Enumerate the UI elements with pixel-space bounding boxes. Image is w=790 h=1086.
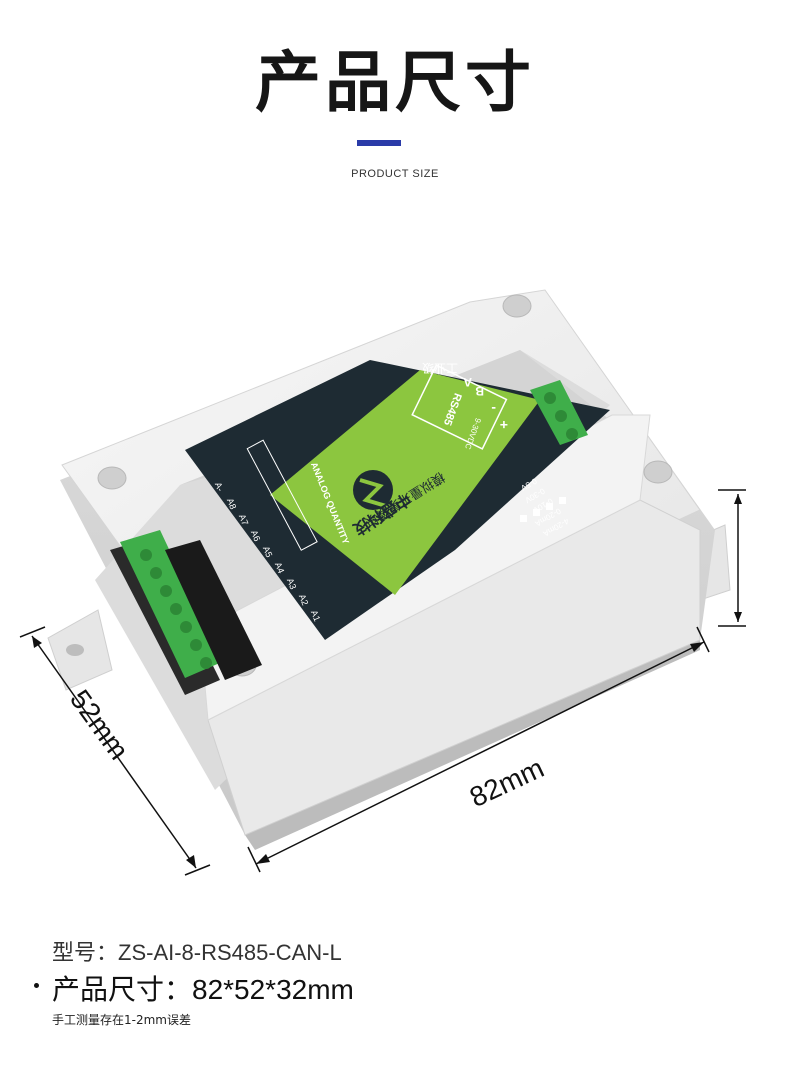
terminal-block-right: [530, 380, 588, 445]
channel-label: A4: [273, 561, 286, 575]
product-photo: 工业级 RS485 9-30VDC A B - + 0-5V 0-30V 0-1…: [19, 289, 746, 876]
spec-note: 手工测量存在1-2mm误差: [52, 1013, 191, 1027]
channel-label: A-: [213, 481, 226, 493]
port-b-text: B: [475, 384, 484, 398]
label-top-text: 工业级: [422, 361, 458, 375]
brand-logo-icon: [353, 470, 393, 510]
bullet-icon: [34, 983, 39, 988]
port-plus-text: +: [500, 417, 508, 433]
channel-label: A5: [261, 545, 274, 559]
width-label: 52mm: [64, 684, 135, 765]
title-underline: [357, 140, 401, 146]
page-title: 产品尺寸: [255, 44, 535, 121]
channel-label: A8: [225, 497, 238, 511]
length-label: 82mm: [465, 752, 549, 813]
port-a-text: A: [463, 375, 472, 389]
channel-label: A1: [309, 609, 322, 623]
spec-model: 型号：ZS-AI-8-RS485-CAN-L: [52, 940, 342, 965]
terminal-block-left: [110, 530, 262, 695]
mounting-ear-left: [47, 609, 113, 691]
channel-label: A3: [285, 577, 298, 591]
channel-label: A2: [297, 593, 310, 607]
channel-label: A7: [237, 513, 250, 527]
page-subtitle: PRODUCT SIZE: [351, 168, 439, 180]
dimension-height: 32mm: [718, 489, 746, 627]
channel-label: A6: [249, 529, 262, 543]
channel-labels: [246, 439, 318, 551]
spec-size: 产品尺寸：82*52*32mm: [52, 974, 354, 1005]
port-minus-text: -: [491, 401, 496, 417]
product-label: 工业级 RS485 9-30VDC A B - + 0-5V 0-30V 0-1…: [185, 360, 610, 640]
